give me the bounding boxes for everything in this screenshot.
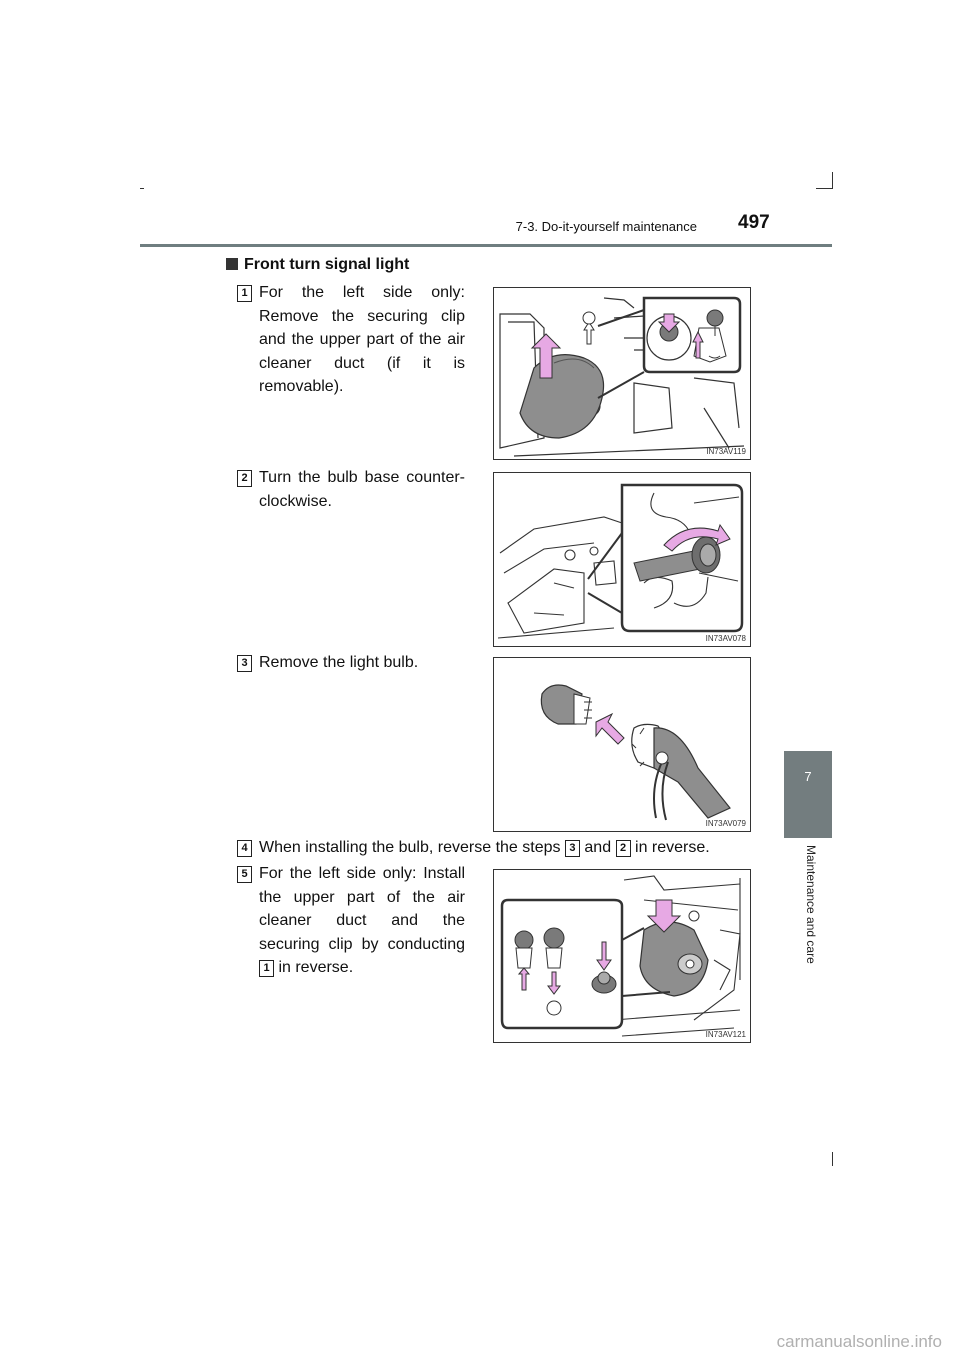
step-number: 1: [237, 285, 252, 302]
chapter-number: 7: [804, 769, 812, 784]
step-reference: 2: [615, 840, 631, 857]
step-number: 4: [237, 840, 252, 857]
square-bullet-icon: [226, 258, 238, 270]
engine-clip-illustration: [499, 296, 745, 457]
step-text: Turn the bulb base counter-clockwise.: [259, 469, 465, 510]
figure-code: IN73AV078: [705, 634, 746, 643]
bulb-base-illustration: [497, 483, 744, 639]
step-text: For the left side only: Remove the secur…: [259, 284, 465, 395]
figure-code: IN73AV119: [706, 447, 746, 456]
step-number: 3: [237, 655, 252, 672]
step-number: 2: [237, 470, 252, 487]
step-text: Remove the light bulb.: [259, 654, 419, 671]
crop-mark: [832, 1152, 833, 1166]
header-rule: [140, 244, 832, 247]
figure-code: IN73AV121: [705, 1030, 746, 1039]
light-bulb-removal-illustration: [540, 684, 731, 821]
section-title: 7-3. Do-it-yourself maintenance: [515, 219, 697, 234]
crop-mark: [140, 188, 144, 189]
step-figure: IN73AV079: [493, 657, 751, 832]
step-text: When installing the bulb, reverse the st…: [259, 839, 710, 857]
figure-code: IN73AV079: [705, 819, 746, 828]
step-reference: 3: [564, 840, 580, 857]
page-number: 497: [738, 212, 770, 233]
section-heading: Front turn signal light: [226, 256, 409, 274]
air-cleaner-install-illustration: [500, 875, 741, 1037]
step-figure: IN73AV119: [493, 287, 751, 460]
step-number: 5: [237, 866, 252, 883]
crop-mark: [832, 172, 833, 189]
chapter-title: Maintenance and care: [804, 845, 818, 964]
watermark: carmanualsonline.info: [776, 1332, 942, 1351]
step-reference: 1: [259, 960, 274, 977]
chapter-tab: 7: [784, 751, 832, 838]
step-figure: IN73AV078: [493, 472, 751, 647]
step-text: For the left side only: Install the uppe…: [259, 865, 465, 977]
crop-mark: [816, 188, 832, 189]
step-figure: IN73AV121: [493, 869, 751, 1043]
